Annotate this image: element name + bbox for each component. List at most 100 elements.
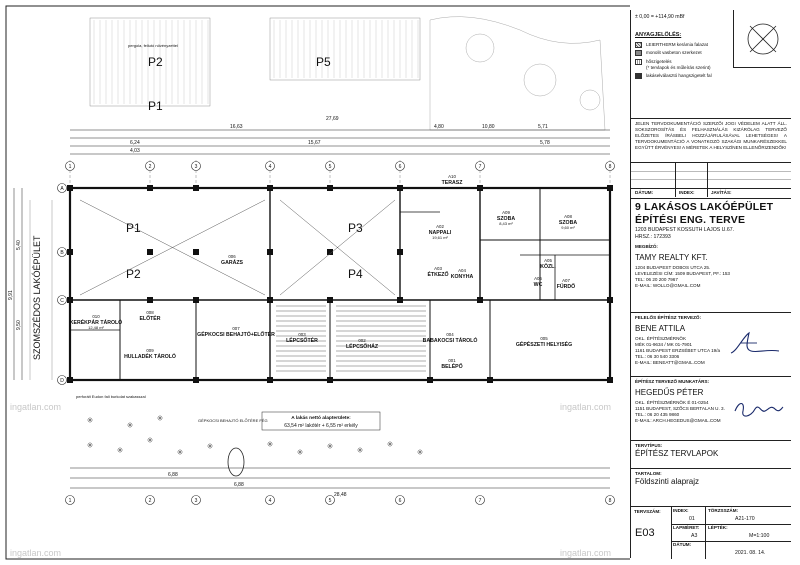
floor-plan-drawing: P2 P5 P1 pergola, fellutó növényzettel 1… [5, 5, 630, 560]
bush-symbol [87, 442, 93, 448]
column [397, 297, 403, 303]
watermark-1: ingatlan.com [10, 402, 61, 412]
room-name: LÉPCSŐTÉR [286, 336, 318, 344]
watermark-2: ingatlan.com [560, 402, 611, 412]
axis-bubble [265, 495, 275, 505]
axis-bubble [395, 495, 405, 505]
revision-change-header: JAVÍTÁS: [711, 190, 732, 195]
axis-label: A [60, 186, 64, 192]
index-label: INDEX: [673, 508, 689, 513]
room-number: 010 [92, 314, 100, 319]
project-title-2: ÉPÍTÉSI ENG. TERVE [635, 214, 746, 227]
column [193, 249, 199, 255]
axis-label: D [60, 378, 64, 384]
room-name: ELŐTÉR [139, 314, 160, 322]
room-number: 007 [232, 326, 240, 331]
parking-label-p5: P5 [316, 55, 331, 69]
column [607, 377, 613, 383]
parking-inside-p1: P1 [126, 221, 141, 235]
column [67, 185, 73, 191]
room-number: 004 [446, 332, 454, 337]
column [327, 297, 333, 303]
bush-symbol [417, 449, 423, 455]
parking-inside-p2: P2 [126, 267, 141, 281]
axis-label: B [60, 250, 64, 256]
legend-title: ANYAGJELÖLÉS: [635, 32, 682, 38]
room-name: ÉTKEZŐ [427, 270, 448, 278]
neighbor-building-label: SZOMSZÉDOS LAKÓÉPÜLET [32, 235, 42, 360]
north-arrow-icon [747, 23, 779, 55]
legend-item: LEIERTHERM kerámia falazat [635, 41, 727, 48]
axis-bubble [191, 495, 201, 505]
plan-type-section: TERVTÍPUS: ÉPÍTÉSZ TERVLAPOK [631, 440, 791, 468]
axis-label: 5 [329, 498, 332, 504]
north-arrow-box [733, 10, 791, 68]
dim-bottom-2: 6,88 [234, 482, 244, 488]
room-area: 8,43 m² [499, 221, 513, 226]
designer-line2: MÉK 01-9634 / MK 01-7901 [635, 341, 692, 347]
bush-symbol [387, 441, 393, 447]
area-box [261, 411, 381, 431]
column [487, 377, 493, 383]
assistant-name: HEGEDŰS PÉTER [635, 387, 704, 397]
plan-type-value: ÉPÍTÉSZ TERVLAPOK [635, 448, 719, 458]
tree-symbol [227, 447, 245, 477]
column [193, 185, 199, 191]
axis-bubble [65, 495, 75, 505]
neighbor-hatch [29, 200, 53, 380]
date-value: 2021. 08. 14. [735, 550, 766, 556]
room-name: BELÉPŐ [441, 362, 462, 370]
room-name: NAPPALI [429, 230, 452, 236]
room-name: GÉPÉSZETI HELYISÉG [516, 340, 572, 348]
vegetation-symbols [87, 415, 423, 455]
sheet-number: E03 [635, 527, 655, 539]
column [193, 297, 199, 303]
dim-top-2: 27,69 [326, 116, 339, 122]
room-number: 009 [146, 348, 154, 353]
column [607, 297, 613, 303]
axis-label: 3 [195, 164, 198, 170]
dim-top-8: 4,03 [130, 148, 140, 154]
dim-left-2: 5,40 [16, 240, 22, 250]
column [267, 297, 273, 303]
room-number: A09 [502, 210, 510, 215]
room-number: A04 [458, 268, 466, 273]
column [267, 185, 273, 191]
garage-ramp [79, 199, 266, 296]
column [67, 297, 73, 303]
content-label: TARTALOM: [635, 471, 662, 476]
room-number: 002 [358, 338, 366, 343]
legend-note: (* tervlapok és műleírás szerint) [646, 65, 711, 71]
legend-item: monolit vasbeton szerkezet [635, 50, 727, 57]
room-name: KÖZL. [540, 263, 556, 270]
room-number: A02 [436, 224, 444, 229]
axis-label: 7 [479, 498, 482, 504]
column [397, 249, 403, 255]
room-number: 003 [298, 332, 306, 337]
note-behajto: GÉPKOCSI BEHAJTÓ ELŐTÉRE FÉG [198, 418, 268, 423]
room-area: 9,60 m² [561, 225, 575, 230]
designer-line4: TEL.: 06 30 540 3306 [635, 353, 680, 359]
axis-label: 8 [609, 498, 612, 504]
column [607, 185, 613, 191]
axis-label: C [60, 298, 64, 304]
client-name: TAMY REALTY KFT. [635, 252, 708, 262]
column [147, 297, 153, 303]
room-name: GÉPKOCSI BEHAJTÓ+ELŐTÉR [197, 330, 275, 338]
sheet-frame [5, 5, 630, 560]
column [327, 377, 333, 383]
dim-bottom-1: 6,88 [168, 472, 178, 478]
axis-bubble [191, 161, 201, 171]
client-section: MEGBÍZÓ: TAMY REALTY KFT. 1204 BUDAPEST … [631, 242, 791, 291]
axis-bubble [57, 247, 67, 257]
room-number: 006 [228, 254, 236, 259]
parking-label-p1: P1 [148, 99, 163, 113]
axis-bubble [475, 495, 485, 505]
sheet-info: TERVSZÁM: E03 INDEX: 01 TÖRZSSZÁM: A21-1… [631, 506, 791, 559]
room-name: HULLADÉK TÁROLÓ [124, 352, 176, 360]
room-name: SZOBA [559, 220, 577, 226]
content-value: Földszinti alaprajz [635, 476, 700, 486]
project-section: 9 LAKÁSOS LAKÓÉPÜLET ÉPÍTÉSI ENG. TERVE … [631, 198, 791, 242]
